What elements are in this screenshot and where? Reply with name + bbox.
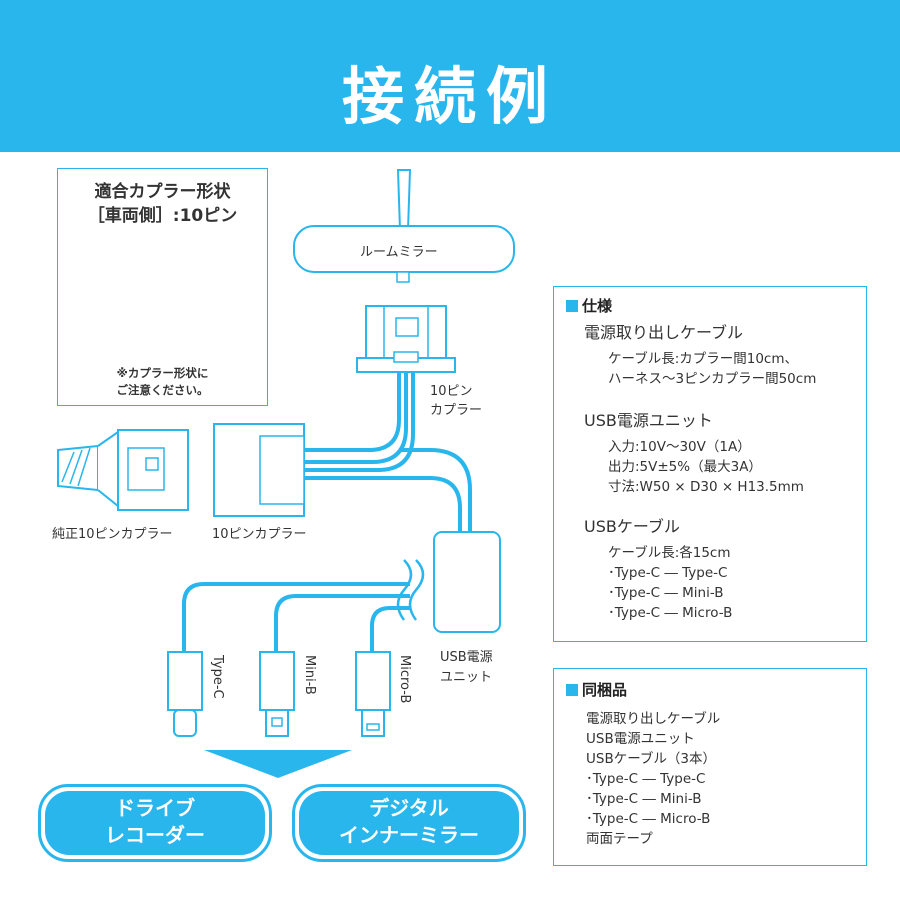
spec-usb-type-1: ･Type-C ― Type-C <box>608 565 728 581</box>
pin10-coupler-top-label-line1: 10ピン <box>430 384 473 399</box>
cable-break-marks <box>396 559 425 621</box>
header-banner: 接続例 <box>0 0 900 152</box>
spec-heading: 仕様 <box>566 295 612 316</box>
digital-mirror-line2: インナーミラー <box>339 823 479 847</box>
spec-cable-line2: ハーネス〜3ピンカプラー間50cm <box>608 371 817 387</box>
spec-input: 入力:10V〜30V（1A） <box>608 439 751 455</box>
room-mirror-label: ルームミラー <box>360 245 438 260</box>
included-panel: 同梱品 電源取り出しケーブル USB電源ユニット USBケーブル（3本） ･Ty… <box>553 668 867 866</box>
spec-cable-line1: ケーブル長:カプラー間10cm、 <box>608 351 798 367</box>
spec-cable-title: 電源取り出しケーブル <box>584 323 744 342</box>
drive-recorder-badge: ドライブ レコーダー <box>38 784 272 862</box>
included-heading: 同梱品 <box>566 679 627 700</box>
included-item-5: ･Type-C ― Mini-B <box>586 791 702 807</box>
pin10-coupler-top-label-line2: カプラー <box>430 403 483 418</box>
included-item-1: 電源取り出しケーブル <box>586 711 721 727</box>
down-arrow <box>204 750 352 778</box>
spec-usb-type-3: ･Type-C ― Micro-B <box>608 605 733 621</box>
included-item-3: USBケーブル（3本） <box>586 751 716 767</box>
genuine-coupler-label: 純正10ピンカプラー <box>52 527 173 542</box>
spec-size: 寸法:W50 × D30 × H13.5mm <box>608 479 804 495</box>
micro-b-label: Micro-B <box>397 655 412 704</box>
spec-usb-cable-title: USBケーブル <box>584 517 680 536</box>
spec-usb-cable-length: ケーブル長:各15cm <box>608 545 731 561</box>
spec-usb-unit-title: USB電源ユニット <box>584 411 713 430</box>
coupler-shape-note-line1: ※カプラー形状に <box>116 366 209 380</box>
usb-unit-label-line1: USB電源 <box>440 650 493 665</box>
coupler-shape-title-line2: ［車両側］:10ピン <box>87 206 238 226</box>
usb-plugs <box>167 651 391 737</box>
page-title: 接続例 <box>341 60 558 133</box>
pin10-coupler-top-illustration <box>356 305 456 373</box>
drive-recorder-line2: レコーダー <box>105 823 205 847</box>
included-item-2: USB電源ユニット <box>586 731 695 747</box>
genuine-coupler-illustration <box>57 429 189 511</box>
usb-power-unit-illustration <box>433 531 501 633</box>
mini-b-label: Mini-B <box>302 655 317 695</box>
drive-recorder-line1: ドライブ <box>115 796 195 820</box>
room-mirror-illustration <box>293 169 515 283</box>
coupler-shape-panel: 適合カプラー形状 ［車両側］:10ピン ※カプラー形状に ご注意ください。 <box>57 168 268 406</box>
coupler-shape-note-line2: ご注意ください。 <box>116 383 209 397</box>
wire-bundle <box>302 372 472 532</box>
included-item-6: ･Type-C ― Micro-B <box>586 811 711 827</box>
square-bullet-icon <box>566 300 578 312</box>
included-item-7: 両面テープ <box>586 831 653 847</box>
digital-mirror-badge: デジタル インナーミラー <box>292 784 526 862</box>
usb-unit-label-line2: ユニット <box>440 670 493 685</box>
pin10-coupler-side-illustration <box>213 423 305 517</box>
square-bullet-icon <box>566 684 578 696</box>
usb-cables <box>182 582 410 652</box>
spec-output: 出力:5V±5%（最大3A） <box>608 459 762 475</box>
included-item-4: ･Type-C ― Type-C <box>586 771 706 787</box>
spec-panel: 仕様 電源取り出しケーブル ケーブル長:カプラー間10cm、 ハーネス〜3ピンカ… <box>553 286 867 642</box>
digital-mirror-line1: デジタル <box>369 796 449 820</box>
spec-usb-type-2: ･Type-C ― Mini-B <box>608 585 724 601</box>
pin10-coupler-side-label: 10ピンカプラー <box>212 527 307 542</box>
coupler-shape-title-line1: 適合カプラー形状 <box>94 182 231 202</box>
type-c-label: Type-C <box>210 655 225 699</box>
